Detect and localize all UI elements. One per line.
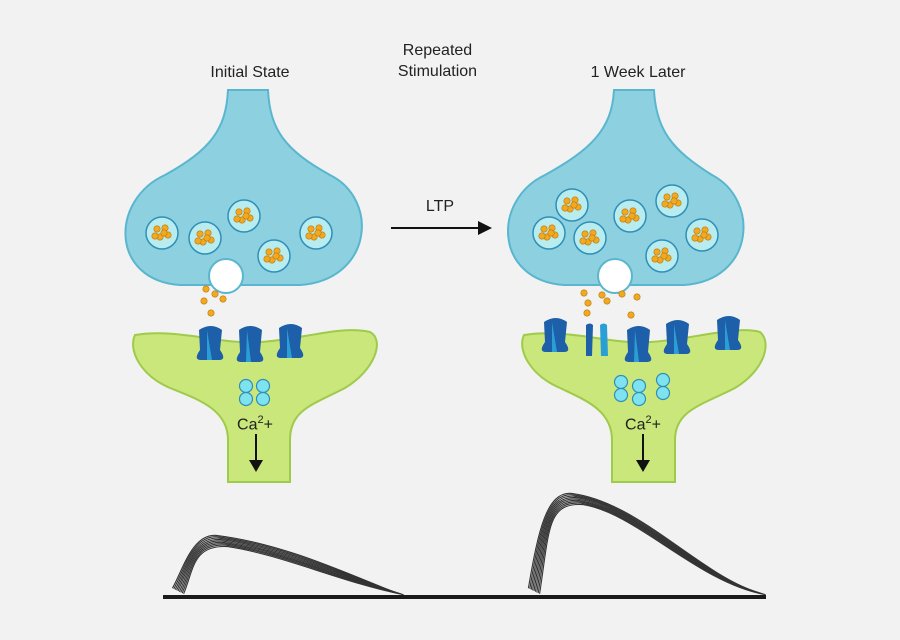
neurotransmitter-dot [211,290,219,298]
neurotransmitter-dot [691,234,699,242]
neurotransmitter-dot [263,255,271,263]
label-calcium-later: Ca2+ [608,410,678,435]
receptors-initial [196,324,304,362]
response-trace-initial [176,539,397,594]
neurotransmitter-dot [693,227,701,235]
response-trace-later [537,502,765,595]
neurotransmitter-dot [151,232,159,240]
neurotransmitter-dot [570,201,578,209]
response-trace-initial [178,541,400,594]
neurotransmitter-dot [563,197,571,205]
neurotransmitters [151,192,712,319]
neurotransmitter-dot [160,229,168,237]
neurotransmitter-dot [200,297,208,305]
response-trace-later [529,494,756,593]
label-calcium-initial: Ca2+ [220,410,290,435]
label-repeated-line2: Stimulation [397,63,478,80]
neurotransmitter-dot [547,229,555,237]
fusing-vesicle-later [597,258,633,294]
ltp-arrow [391,221,492,235]
response-trace-initial [171,534,393,592]
fusing-vesicle-initial [208,258,244,294]
neurotransmitter-dot [618,290,626,298]
response-trace-later [530,495,758,593]
neurotransmitter-dot [621,208,629,216]
neurotransmitter-dot [235,208,243,216]
response-trace-initial [177,540,399,594]
presynaptic-terminal-later [507,89,745,286]
neurotransmitter-dot [651,255,659,263]
response-trace-later [536,501,763,595]
neurotransmitter-dot [561,204,569,212]
calcium-initial-base: Ca [237,416,258,434]
neurotransmitter-dot [603,297,611,305]
calcium-later-sup: 2 [645,414,652,426]
signal-arrow-later [636,434,650,472]
neurotransmitter-dot [579,237,587,245]
neurotransmitter-dot [627,311,635,319]
neurotransmitter-dot [538,232,546,240]
neurotransmitter-dot [202,285,210,293]
neurotransmitter-dot [583,309,591,317]
response-trace-initial [183,546,404,596]
neurotransmitter-dot [580,289,588,297]
neurotransmitter-dot [628,212,636,220]
neurotransmitter-dot [203,234,211,242]
calcium-initial-tail: + [263,416,273,434]
response-trace-later [532,497,759,594]
response-trace-later [533,498,761,594]
presynaptic-terminal-initial [124,89,363,286]
neurotransmitter-dot [653,248,661,256]
neurotransmitter-dot [663,193,671,201]
neurotransmitter-dot [219,295,227,303]
neurotransmitter-dot [272,252,280,260]
signal-arrow-initial [249,434,263,472]
neurotransmitter-dot [588,234,596,242]
label-week-later: 1 Week Later [590,64,686,81]
neurotransmitter-dot [581,230,589,238]
neurotransmitter-dot [233,215,241,223]
response-trace-later [539,504,766,596]
label-ltp: LTP [425,198,455,215]
label-repeated-stimulation: Repeated Stimulation [360,40,515,82]
neurotransmitter-dot [619,215,627,223]
neurotransmitter-dot [670,197,678,205]
response-traces [163,492,766,599]
neurotransmitter-dot [196,230,204,238]
response-trace-later [534,499,762,594]
response-trace-initial [181,544,403,595]
neurotransmitter-dot [265,248,273,256]
receptors-later [541,316,742,362]
neurotransmitter-dot [305,232,313,240]
calcium-ions-initial [238,378,271,407]
calcium-later-base: Ca [625,416,646,434]
calcium-later-tail: + [651,416,661,434]
response-trace-initial [180,543,401,595]
label-initial-state: Initial State [210,64,290,81]
neurotransmitter-dot [633,293,641,301]
neurotransmitter-dot [540,225,548,233]
neurotransmitter-dot [314,229,322,237]
calcium-initial-sup: 2 [257,414,264,426]
neurotransmitter-dot [307,225,315,233]
neurotransmitter-dot [700,231,708,239]
neurotransmitter-dot [153,225,161,233]
neurotransmitter-dot [207,309,215,317]
neurotransmitter-dot [242,212,250,220]
label-repeated-line1: Repeated [402,42,473,59]
calcium-ions-later [613,372,671,407]
neurotransmitter-dot [584,299,592,307]
response-trace-initial [173,536,394,593]
neurotransmitter-dot [194,237,202,245]
response-trace-initial [174,537,396,593]
neurotransmitter-dot [598,291,606,299]
neurotransmitter-dot [660,252,668,260]
neurotransmitter-dot [661,200,669,208]
synapse-later [507,89,767,483]
